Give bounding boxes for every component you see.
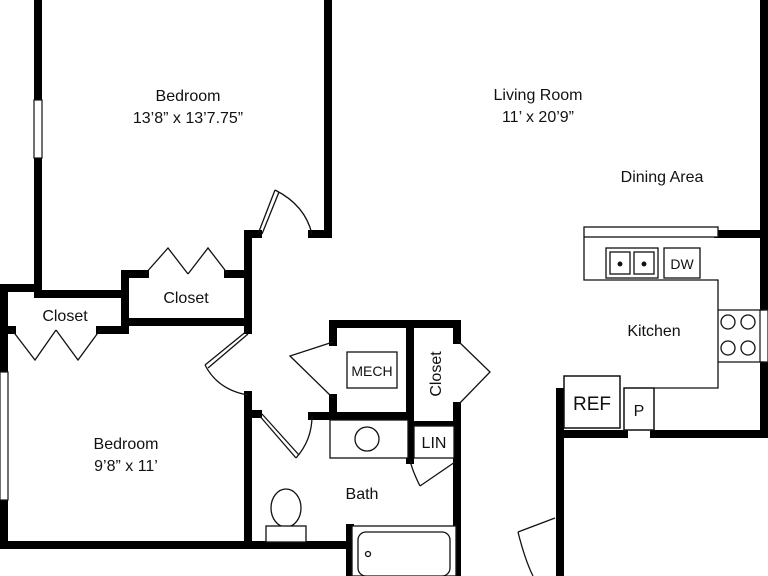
stove: [720, 314, 756, 356]
pantry-label: P: [634, 403, 645, 420]
dining-area-name: Dining Area: [621, 169, 704, 186]
bath-vanity: [329, 419, 409, 459]
refrigerator: REF: [563, 375, 621, 429]
dishwasher-label: DW: [670, 256, 694, 272]
toilet: [265, 488, 307, 543]
kitchen-name: Kitchen: [627, 323, 680, 340]
bedroom-2-dims: 9’8” x 11’: [94, 458, 158, 475]
room-labels: Bedroom 13’8” x 13’7.75” Living Room 11’…: [42, 87, 703, 503]
mech-label: MECH: [351, 363, 392, 379]
pantry: P: [623, 387, 655, 431]
closet-mid-name: Closet: [428, 351, 445, 397]
bedroom-1-name: Bedroom: [156, 88, 221, 105]
living-room-name: Living Room: [494, 87, 583, 104]
linen-label: LIN: [422, 435, 447, 452]
refrigerator-label: REF: [573, 394, 611, 415]
closet-hall-name: Closet: [163, 290, 209, 307]
living-room-dims: 11’ x 20’9”: [502, 109, 574, 126]
kitchen-sink: [605, 247, 659, 279]
closet-left-name: Closet: [42, 308, 88, 325]
mech-unit: MECH: [346, 351, 398, 389]
doors: [11, 189, 556, 576]
dishwasher: DW: [663, 247, 701, 279]
kitchen-counter: [583, 226, 764, 389]
bathtub: [351, 525, 457, 576]
bedroom-2-name: Bedroom: [94, 436, 159, 453]
bath-name: Bath: [346, 486, 379, 503]
linen-closet: LIN: [413, 425, 455, 459]
bedroom-1-dims: 13’8” x 13’7.75”: [133, 110, 243, 127]
